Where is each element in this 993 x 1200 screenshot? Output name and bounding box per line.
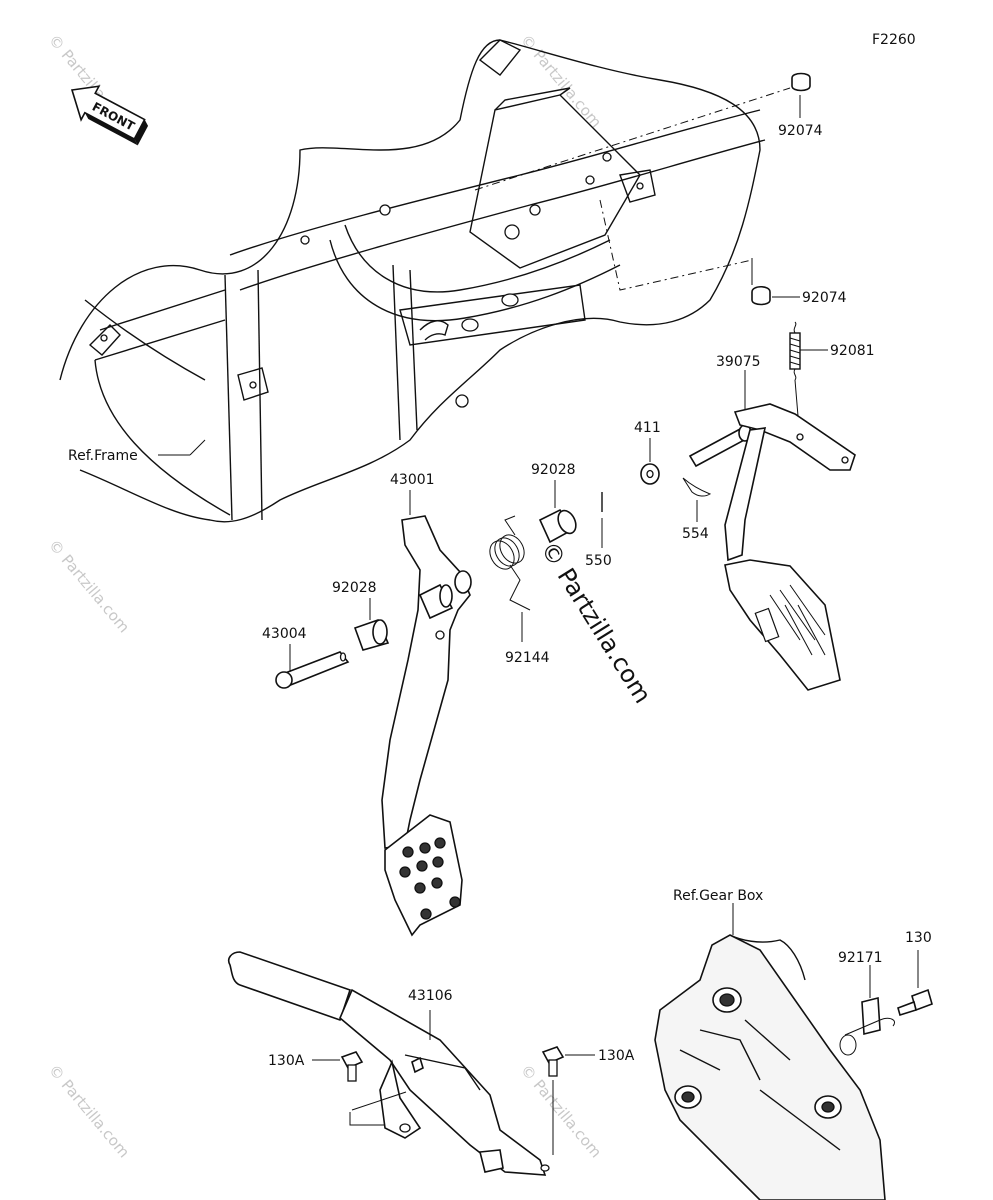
part-130A-right: [541, 1046, 595, 1155]
part-130A-left: [312, 1051, 407, 1126]
callout-92028-left: 92028: [332, 580, 377, 596]
watermark-bottom-mid: © Partzilla.com: [517, 1061, 605, 1161]
callout-92074-mid: 92074: [802, 290, 847, 306]
watermark-top-mid: © Partzilla.com: [517, 31, 605, 131]
callout-550: 550: [585, 553, 612, 569]
callout-130A-right: 130A: [598, 1048, 635, 1064]
part-92171-clip: [839, 965, 895, 1056]
callout-43004: 43004: [262, 626, 307, 642]
part-411-washer: [640, 438, 660, 485]
part-92081-spring: [789, 321, 828, 441]
part-92028-top: [538, 480, 577, 544]
part-43001-brake-pedal: [381, 490, 472, 937]
part-43004-pin: [275, 644, 350, 689]
part-92074-top: [791, 72, 811, 118]
part-92144-spring: [489, 515, 531, 642]
callout-92028-top: 92028: [531, 462, 576, 478]
ref-gear-box-label: Ref.Gear Box: [673, 888, 763, 904]
ref-frame-label: Ref.Frame: [68, 448, 138, 464]
callout-92074-top: 92074: [778, 123, 823, 139]
part-43106-parking-lever: [227, 951, 550, 1176]
gear-box-assembly: [654, 903, 886, 1200]
front-arrow: FRONT: [70, 85, 149, 146]
callout-130A-left: 130A: [268, 1053, 305, 1069]
part-39075-pedal: [688, 370, 856, 691]
watermark-mid-left: © Partzilla.com: [45, 536, 133, 636]
watermark-bottom-left: © Partzilla.com: [45, 1061, 133, 1161]
callout-43106: 43106: [408, 988, 453, 1004]
part-92028-left: [353, 598, 390, 651]
frame-assembly: [59, 39, 791, 523]
callout-554: 554: [682, 526, 709, 542]
ref-frame-leader-tip: [189, 439, 206, 456]
callout-43001: 43001: [390, 472, 435, 488]
callout-411: 411: [634, 420, 661, 436]
callout-39075: 39075: [716, 354, 761, 370]
callout-92144: 92144: [505, 650, 550, 666]
pedal-bushing: [418, 583, 454, 620]
callout-92171: 92171: [838, 950, 883, 966]
part-554-pin: [682, 477, 712, 522]
part-92074-mid: [751, 258, 800, 306]
figure-code: F2260: [872, 32, 916, 48]
part-130-bolt: [897, 950, 933, 1017]
callout-130: 130: [905, 930, 932, 946]
callout-92081: 92081: [830, 343, 875, 359]
